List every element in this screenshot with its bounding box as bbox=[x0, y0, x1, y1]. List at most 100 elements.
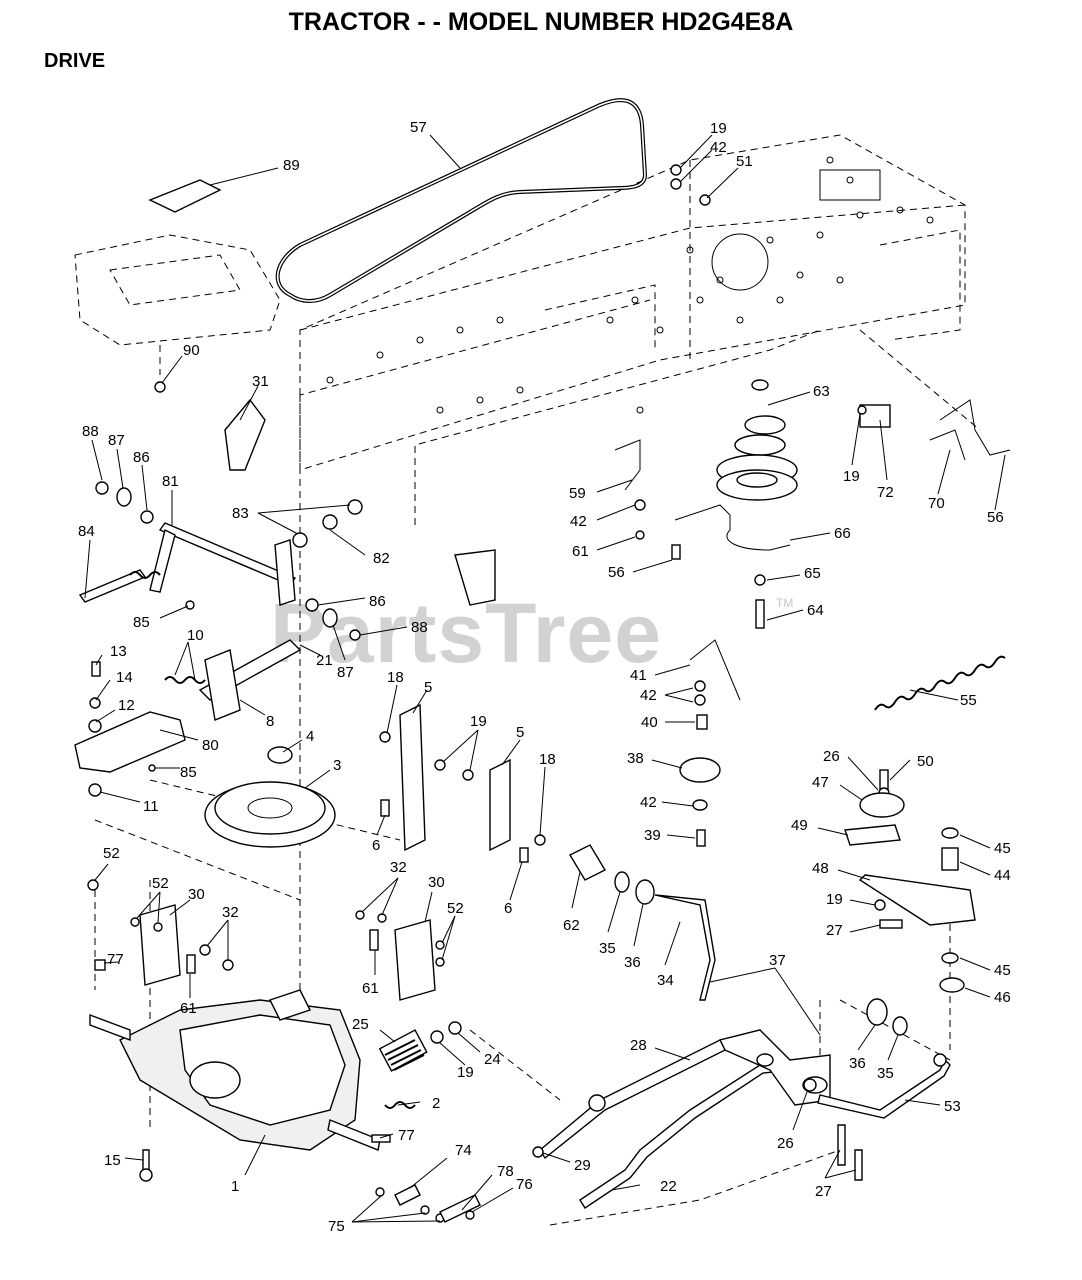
callout-88b: 88 bbox=[411, 619, 428, 636]
callout-64: 64 bbox=[807, 602, 824, 619]
leader-lines bbox=[84, 134, 1006, 1223]
callout-1: 1 bbox=[231, 1178, 239, 1195]
callout-75: 75 bbox=[328, 1218, 345, 1235]
callout-36b: 36 bbox=[849, 1055, 866, 1072]
callout-35b: 35 bbox=[877, 1065, 894, 1082]
callout-61b: 61 bbox=[180, 1000, 197, 1017]
callout-4: 4 bbox=[306, 728, 314, 745]
callout-42b: 42 bbox=[570, 513, 587, 530]
callout-85b: 85 bbox=[180, 764, 197, 781]
callout-86: 86 bbox=[133, 449, 150, 466]
callout-21: 21 bbox=[316, 652, 333, 669]
callout-18: 18 bbox=[387, 669, 404, 686]
callout-12: 12 bbox=[118, 697, 135, 714]
section-label: DRIVE bbox=[44, 50, 106, 72]
callout-6: 6 bbox=[372, 837, 380, 854]
callout-31: 31 bbox=[252, 373, 269, 390]
callout-83: 83 bbox=[232, 505, 249, 522]
callout-3: 3 bbox=[333, 757, 341, 774]
callout-46: 46 bbox=[994, 989, 1011, 1006]
callout-56: 56 bbox=[608, 564, 625, 581]
callout-37: 37 bbox=[769, 952, 786, 969]
callout-10: 10 bbox=[187, 627, 204, 644]
callout-19b: 19 bbox=[470, 713, 487, 730]
callout-80: 80 bbox=[202, 737, 219, 754]
callout-61c: 61 bbox=[362, 980, 379, 997]
callout-8: 8 bbox=[266, 713, 274, 730]
callout-47: 47 bbox=[812, 774, 829, 791]
callout-5: 5 bbox=[424, 679, 432, 696]
callout-56b: 56 bbox=[987, 509, 1004, 526]
callout-26b: 26 bbox=[777, 1135, 794, 1152]
callout-19d: 19 bbox=[826, 891, 843, 908]
callout-19c: 19 bbox=[843, 468, 860, 485]
callout-32b: 32 bbox=[390, 859, 407, 876]
callout-61: 61 bbox=[572, 543, 589, 560]
callout-28: 28 bbox=[630, 1037, 647, 1054]
callout-15: 15 bbox=[104, 1152, 121, 1169]
callout-57: 57 bbox=[410, 119, 427, 136]
callout-42d: 42 bbox=[640, 794, 657, 811]
callout-5b: 5 bbox=[516, 724, 524, 741]
callout-18b: 18 bbox=[539, 751, 556, 768]
callout-85: 85 bbox=[133, 614, 150, 631]
callout-86b: 86 bbox=[369, 593, 386, 610]
callout-2: 2 bbox=[432, 1095, 440, 1112]
callout-40: 40 bbox=[641, 714, 658, 731]
callout-81: 81 bbox=[162, 473, 179, 490]
callout-numbers: 57 89 19 42 51 90 31 63 88 87 86 81 83 8… bbox=[78, 119, 1011, 1235]
callout-82: 82 bbox=[373, 550, 390, 567]
callout-87b: 87 bbox=[337, 664, 354, 681]
callout-24: 24 bbox=[484, 1051, 501, 1068]
callout-65: 65 bbox=[804, 565, 821, 582]
tractor-frame bbox=[74, 134, 981, 1226]
callout-42: 42 bbox=[710, 139, 727, 156]
callout-77b: 77 bbox=[398, 1127, 415, 1144]
callout-42c: 42 bbox=[640, 687, 657, 704]
callout-26: 26 bbox=[823, 748, 840, 765]
callout-52b: 52 bbox=[152, 875, 169, 892]
callout-45b: 45 bbox=[994, 962, 1011, 979]
page-title: TRACTOR - - MODEL NUMBER HD2G4E8A bbox=[288, 8, 794, 36]
callout-89: 89 bbox=[283, 157, 300, 174]
callout-27b: 27 bbox=[815, 1183, 832, 1200]
lower-parts bbox=[87, 844, 951, 1223]
upper-parts bbox=[74, 164, 1011, 993]
callout-36: 36 bbox=[624, 954, 641, 971]
callout-88: 88 bbox=[82, 423, 99, 440]
callout-25: 25 bbox=[352, 1016, 369, 1033]
callout-19: 19 bbox=[710, 120, 727, 137]
callout-78: 78 bbox=[497, 1163, 514, 1180]
callout-30: 30 bbox=[188, 886, 205, 903]
callout-84: 84 bbox=[78, 523, 95, 540]
callout-52c: 52 bbox=[447, 900, 464, 917]
callout-77: 77 bbox=[107, 951, 124, 968]
callout-76: 76 bbox=[516, 1176, 533, 1193]
callout-74: 74 bbox=[455, 1142, 472, 1159]
callout-11: 11 bbox=[143, 798, 159, 815]
callout-30b: 30 bbox=[428, 874, 445, 891]
callout-70: 70 bbox=[928, 495, 945, 512]
callout-66: 66 bbox=[834, 525, 851, 542]
callout-52: 52 bbox=[103, 845, 120, 862]
callout-6b: 6 bbox=[504, 900, 512, 917]
watermark-logo: PartsTree bbox=[270, 586, 662, 680]
callout-14: 14 bbox=[116, 669, 133, 686]
callout-63: 63 bbox=[813, 383, 830, 400]
callout-50: 50 bbox=[917, 753, 934, 770]
callout-44: 44 bbox=[994, 867, 1011, 884]
drive-belt bbox=[275, 98, 648, 303]
callout-29: 29 bbox=[574, 1157, 591, 1174]
callout-48: 48 bbox=[812, 860, 829, 877]
callout-53: 53 bbox=[944, 1098, 961, 1115]
watermark-trademark: TM bbox=[776, 596, 794, 610]
callout-41: 41 bbox=[630, 667, 647, 684]
callout-27: 27 bbox=[826, 922, 843, 939]
callout-51: 51 bbox=[736, 153, 753, 170]
callout-90: 90 bbox=[183, 342, 200, 359]
callout-62: 62 bbox=[563, 917, 580, 934]
callout-87: 87 bbox=[108, 432, 125, 449]
callout-55: 55 bbox=[960, 692, 977, 709]
callout-32: 32 bbox=[222, 904, 239, 921]
